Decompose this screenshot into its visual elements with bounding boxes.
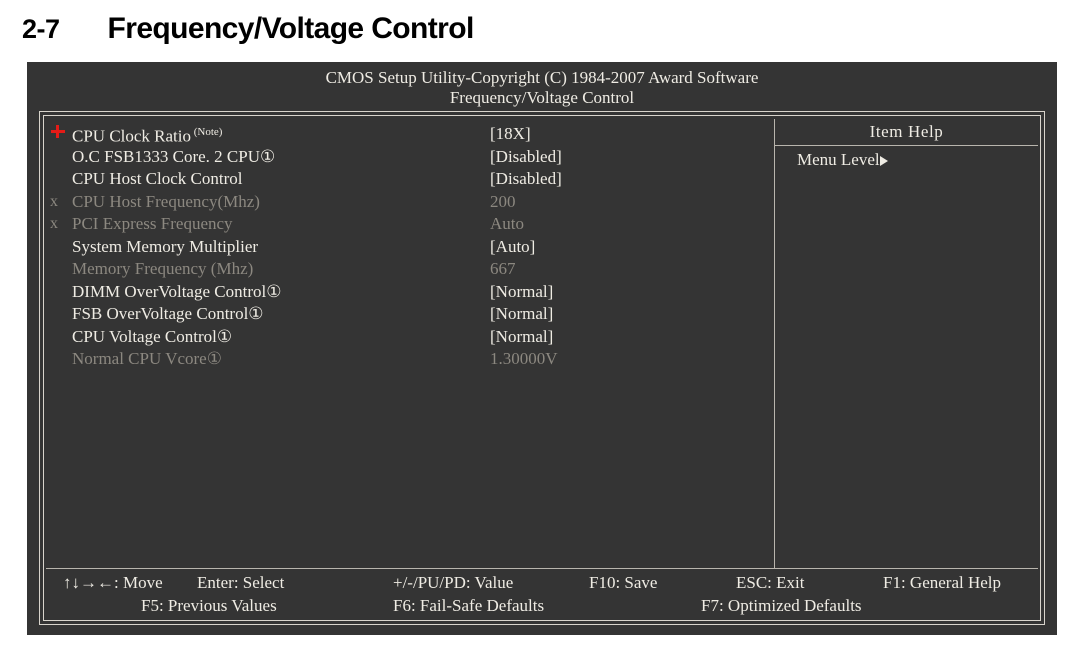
page-heading: 2-7 Frequency/Voltage Control [0,0,1080,58]
setting-value[interactable]: [Auto] [490,236,536,256]
bios-footer: ↑↓→←: Move Enter: Select +/-/PU/PD: Valu… [46,571,1038,617]
settings-row[interactable]: x PCI Express Frequency Auto [46,213,774,236]
setting-label: System Memory Multiplier [72,236,259,256]
setting-label: Memory Frequency (Mhz) [72,259,254,278]
selection-plus-marker-icon [46,123,70,147]
bios-frame-outer [39,111,1045,625]
hint-f1: F1: General Help [883,573,1002,592]
setting-value[interactable]: [Disabled] [490,146,562,166]
plus-icon [50,123,66,139]
section-number: 2-7 [22,13,60,44]
item-help-title: Item Help [869,122,944,141]
bios-frame-inner [43,115,1041,621]
menu-level-label: Menu Level [797,150,880,169]
triangle-right-icon [879,156,888,166]
footer-line-1: ↑↓→←: Move Enter: Select +/-/PU/PD: Valu… [46,571,1038,594]
hint-value: +/-/PU/PD: Value [393,573,514,592]
page-title: Frequency/Voltage Control [107,12,475,45]
settings-row[interactable]: Normal CPU Vcore① 1.30000V [46,348,774,371]
setting-label: CPU Host Frequency(Mhz) [72,191,260,211]
settings-row[interactable]: CPU Clock Ratio (Note) [18X] [46,123,774,146]
settings-row[interactable]: CPU Voltage Control① [Normal] [46,326,774,349]
settings-row-list: CPU Clock Ratio (Note) [18X] O.C FSB1333 C… [46,123,774,371]
setting-value[interactable]: [Disabled] [490,169,562,188]
settings-row[interactable]: DIMM OverVoltage Control① [Normal] [46,281,774,304]
hint-f7: F7: Optimized Defaults [701,596,862,615]
setting-value[interactable]: [18X] [490,124,531,143]
setting-value[interactable]: [Normal] [490,304,554,323]
note-superscript: (Note) [191,125,223,138]
bios-copyright-line: CMOS Setup Utility-Copyright (C) 1984-20… [325,68,759,87]
hint-f5: F5: Previous Values [141,596,277,615]
footer-line-2: F5: Previous Values F6: Fail-Safe Defaul… [46,594,1038,617]
menu-level-row: Menu Level [775,146,1038,171]
item-help-divider [775,145,1038,146]
setting-label: Normal CPU Vcore① [72,349,222,368]
setting-label: CPU Host Clock Control [72,169,243,188]
settings-row[interactable]: System Memory Multiplier [Auto] [46,236,774,259]
settings-row[interactable]: O.C FSB1333 Core. 2 CPU① [Disabled] [46,146,774,169]
hint-enter: Enter: Select [197,573,285,592]
setting-label: PCI Express Frequency [72,214,233,233]
setting-label: O.C FSB1333 Core. 2 CPU① [72,146,276,166]
setting-value[interactable]: 667 [490,259,516,278]
disabled-marker: x [50,215,58,232]
settings-pane: CPU Clock Ratio (Note) [18X] O.C FSB1333 C… [46,119,775,568]
setting-value[interactable]: 1.30000V [490,349,558,368]
hint-f10: F10: Save [589,573,658,592]
item-help-pane: Item Help Menu Level [775,119,1038,568]
setting-value[interactable]: [Normal] [490,326,554,346]
settings-row[interactable]: Memory Frequency (Mhz) 667 [46,258,774,281]
hint-esc: ESC: Exit [736,573,805,592]
setting-label: CPU Voltage Control① [72,326,233,346]
setting-value[interactable]: 200 [490,191,516,211]
hint-move: ↑↓→←: Move [63,573,163,592]
settings-row[interactable]: CPU Host Clock Control [Disabled] [46,168,774,191]
disabled-marker: x [50,192,58,210]
footer-separator [46,568,1038,569]
setting-value[interactable]: [Normal] [490,281,554,301]
hint-f6: F6: Fail-Safe Defaults [393,596,545,615]
bios-body: CPU Clock Ratio (Note) [18X] O.C FSB1333 C… [46,119,1038,568]
setting-label: DIMM OverVoltage Control① [72,281,282,301]
setting-label: CPU Clock Ratio (Note) [72,125,223,146]
settings-row[interactable]: FSB OverVoltage Control① [Normal] [46,303,774,326]
bios-title-bar: CMOS Setup Utility-Copyright (C) 1984-20… [27,62,1057,108]
settings-row[interactable]: x CPU Host Frequency(Mhz) 200 [46,191,774,214]
setting-label: FSB OverVoltage Control① [72,304,264,323]
setting-value[interactable]: Auto [490,214,524,233]
bios-screen-name: Frequency/Voltage Control [449,88,635,107]
bios-setup-window: CMOS Setup Utility-Copyright (C) 1984-20… [27,62,1057,635]
